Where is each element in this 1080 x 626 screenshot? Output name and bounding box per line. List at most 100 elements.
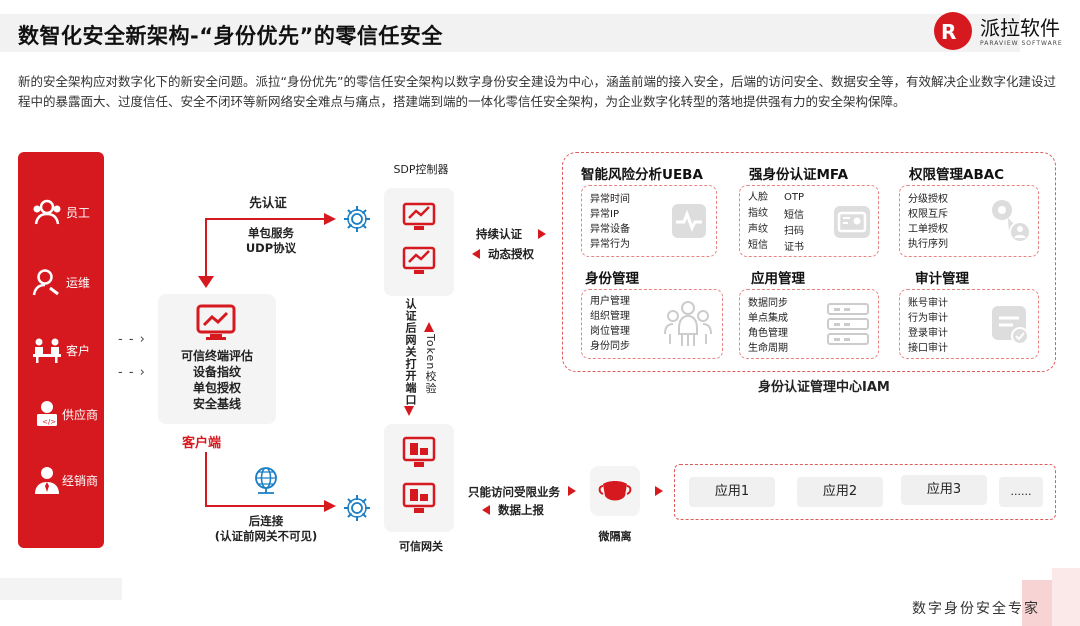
iam-label: 身份认证管理中心IAM [758,380,890,395]
gear-icon [344,495,370,521]
identity-item: 岗位管理 [590,326,630,337]
arrow-right-icon [324,500,336,512]
users-group-icon [664,301,712,346]
identity-item: 身份同步 [590,341,630,352]
auth-first-label: 先认证 [249,195,287,210]
role-employee: 员工 [18,194,104,230]
role-to-client-arrow: - - › [118,332,146,347]
abac-item: 分级授权 [908,194,948,205]
ueba-item: 异常行为 [590,239,630,250]
brand-logo: R 派拉软件 PARAVIEW SOFTWARE [934,10,1074,54]
app-tile[interactable]: 应用1 [689,477,775,507]
app-mgmt-item: 角色管理 [748,328,788,339]
mfa-item: 声纹 [748,224,768,235]
title-bar [0,14,1020,52]
audit-check-icon [992,306,1029,345]
activity-monitor-icon [672,204,706,238]
section-title-abac: 权限管理ABAC [909,167,1005,183]
mfa-item: 指纹 [748,208,768,219]
mfa-item: 人脸 [748,192,768,203]
trusted-gateway-card [384,424,454,532]
abac-item: 权限互斥 [908,209,948,220]
logo-name: 派拉软件 [980,16,1060,40]
monitor-trend-icon [402,202,436,230]
role-customer: 客户 [18,332,104,368]
arrow-right-icon [324,213,336,225]
customer-desk-icon [33,338,61,363]
arrow-down-icon [198,276,214,288]
ops-person-icon [32,269,59,296]
role-label: 员工 [66,206,91,220]
app-tile[interactable]: 应用3 [901,475,987,505]
sdp-controller-card [384,188,454,296]
micro-isolation-label: 微隔离 [598,530,632,543]
arrow-right-icon [568,486,576,496]
mfa-item: OTP [784,192,805,203]
app-mgmt-item: 数据同步 [748,298,788,309]
employees-icon [33,199,61,225]
micro-isolation-card [590,466,640,516]
audit-item: 接口审计 [908,343,948,354]
app-tile-more[interactable]: ...... [999,477,1043,507]
auth-flow-line [205,218,327,220]
connect-after-label: 后连接 (认证前网关不可见) [214,514,318,543]
ueba-item: 异常IP [590,209,619,220]
globe-network-icon [255,467,277,494]
monitor-trend-icon [402,246,436,274]
ueba-item: 异常时间 [590,194,630,205]
continuous-auth-label: 持续认证 [476,227,522,241]
data-report-label: 数据上报 [498,503,544,517]
client-item: 单包授权 [192,381,241,395]
mfa-item: 扫码 [784,226,804,237]
mfa-item: 短信 [784,210,804,221]
svg-text:</>: </> [42,418,56,426]
mfa-box: 人脸 OTP 指纹 短信 声纹 扫码 短信 证书 [739,185,879,257]
arrow-up-icon [424,322,434,332]
page-title: 数智化安全新架构-“身份优先”的零信任安全 [18,24,443,48]
role-supplier: </> 供应商 [18,396,104,432]
audit-item: 行为审计 [908,313,948,324]
arrow-down-icon [404,406,414,416]
monitor-trend-icon [196,304,236,340]
mfa-item: 证书 [784,242,804,253]
logo-subtitle: PARAVIEW SOFTWARE [980,40,1063,47]
role-label: 运维 [66,276,91,290]
mfa-item: 短信 [748,240,768,251]
section-title-mfa: 强身份认证MFA [749,167,849,183]
app-tile[interactable]: 应用2 [797,477,883,507]
distributor-person-icon [35,467,59,494]
intro-paragraph: 新的安全架构应对数字化下的新安全问题。派拉“身份优先”的零信任安全架构以数字身份… [18,74,1056,109]
section-title-apps: 应用管理 [751,271,805,287]
footer-slogan: 数字身份安全专家 [912,601,1040,617]
arrow-left-icon [472,249,480,259]
section-title-ueba: 智能风险分析UEBA [581,167,703,183]
decor-block [1022,580,1052,626]
audit-box: 账号审计 行为审计 登录审计 接口审计 [899,289,1039,359]
identity-item: 用户管理 [590,296,630,307]
role-label: 供应商 [62,408,99,422]
arrow-right-icon [538,229,546,239]
decor-block [1052,568,1080,626]
identity-box: 用户管理 组织管理 岗位管理 身份同步 [581,289,723,359]
arrow-right-icon [655,486,663,496]
apps-container: 应用1 应用2 应用3 ...... [674,464,1056,520]
role-sidebar: 员工 运维 客户 </> 供应商 经销商 [18,152,104,548]
role-ops: 运维 [18,264,104,300]
server-monitor-icon [402,436,436,467]
svg-text:R: R [941,20,956,44]
sdp-controller-label: SDP控制器 [393,163,449,176]
client-label: 客户端 [182,436,222,451]
token-verify-label: Token校验 [424,334,437,395]
server-monitor-icon [402,482,436,513]
spa-label: 单包服务 UDP协议 [245,226,297,255]
app-mgmt-item: 单点集成 [748,313,788,324]
ueba-box: 异常时间 异常IP 异常设备 异常行为 [581,185,717,257]
server-rack-icon [827,303,869,345]
client-item: 可信终端评估 [180,349,253,363]
gear-icon [344,206,370,232]
auth-flow-line [205,218,207,280]
role-distributor: 经销商 [18,462,104,498]
role-label: 经销商 [62,474,99,488]
role-to-client-arrow: - - › [118,365,146,380]
audit-item: 登录审计 [908,328,948,339]
